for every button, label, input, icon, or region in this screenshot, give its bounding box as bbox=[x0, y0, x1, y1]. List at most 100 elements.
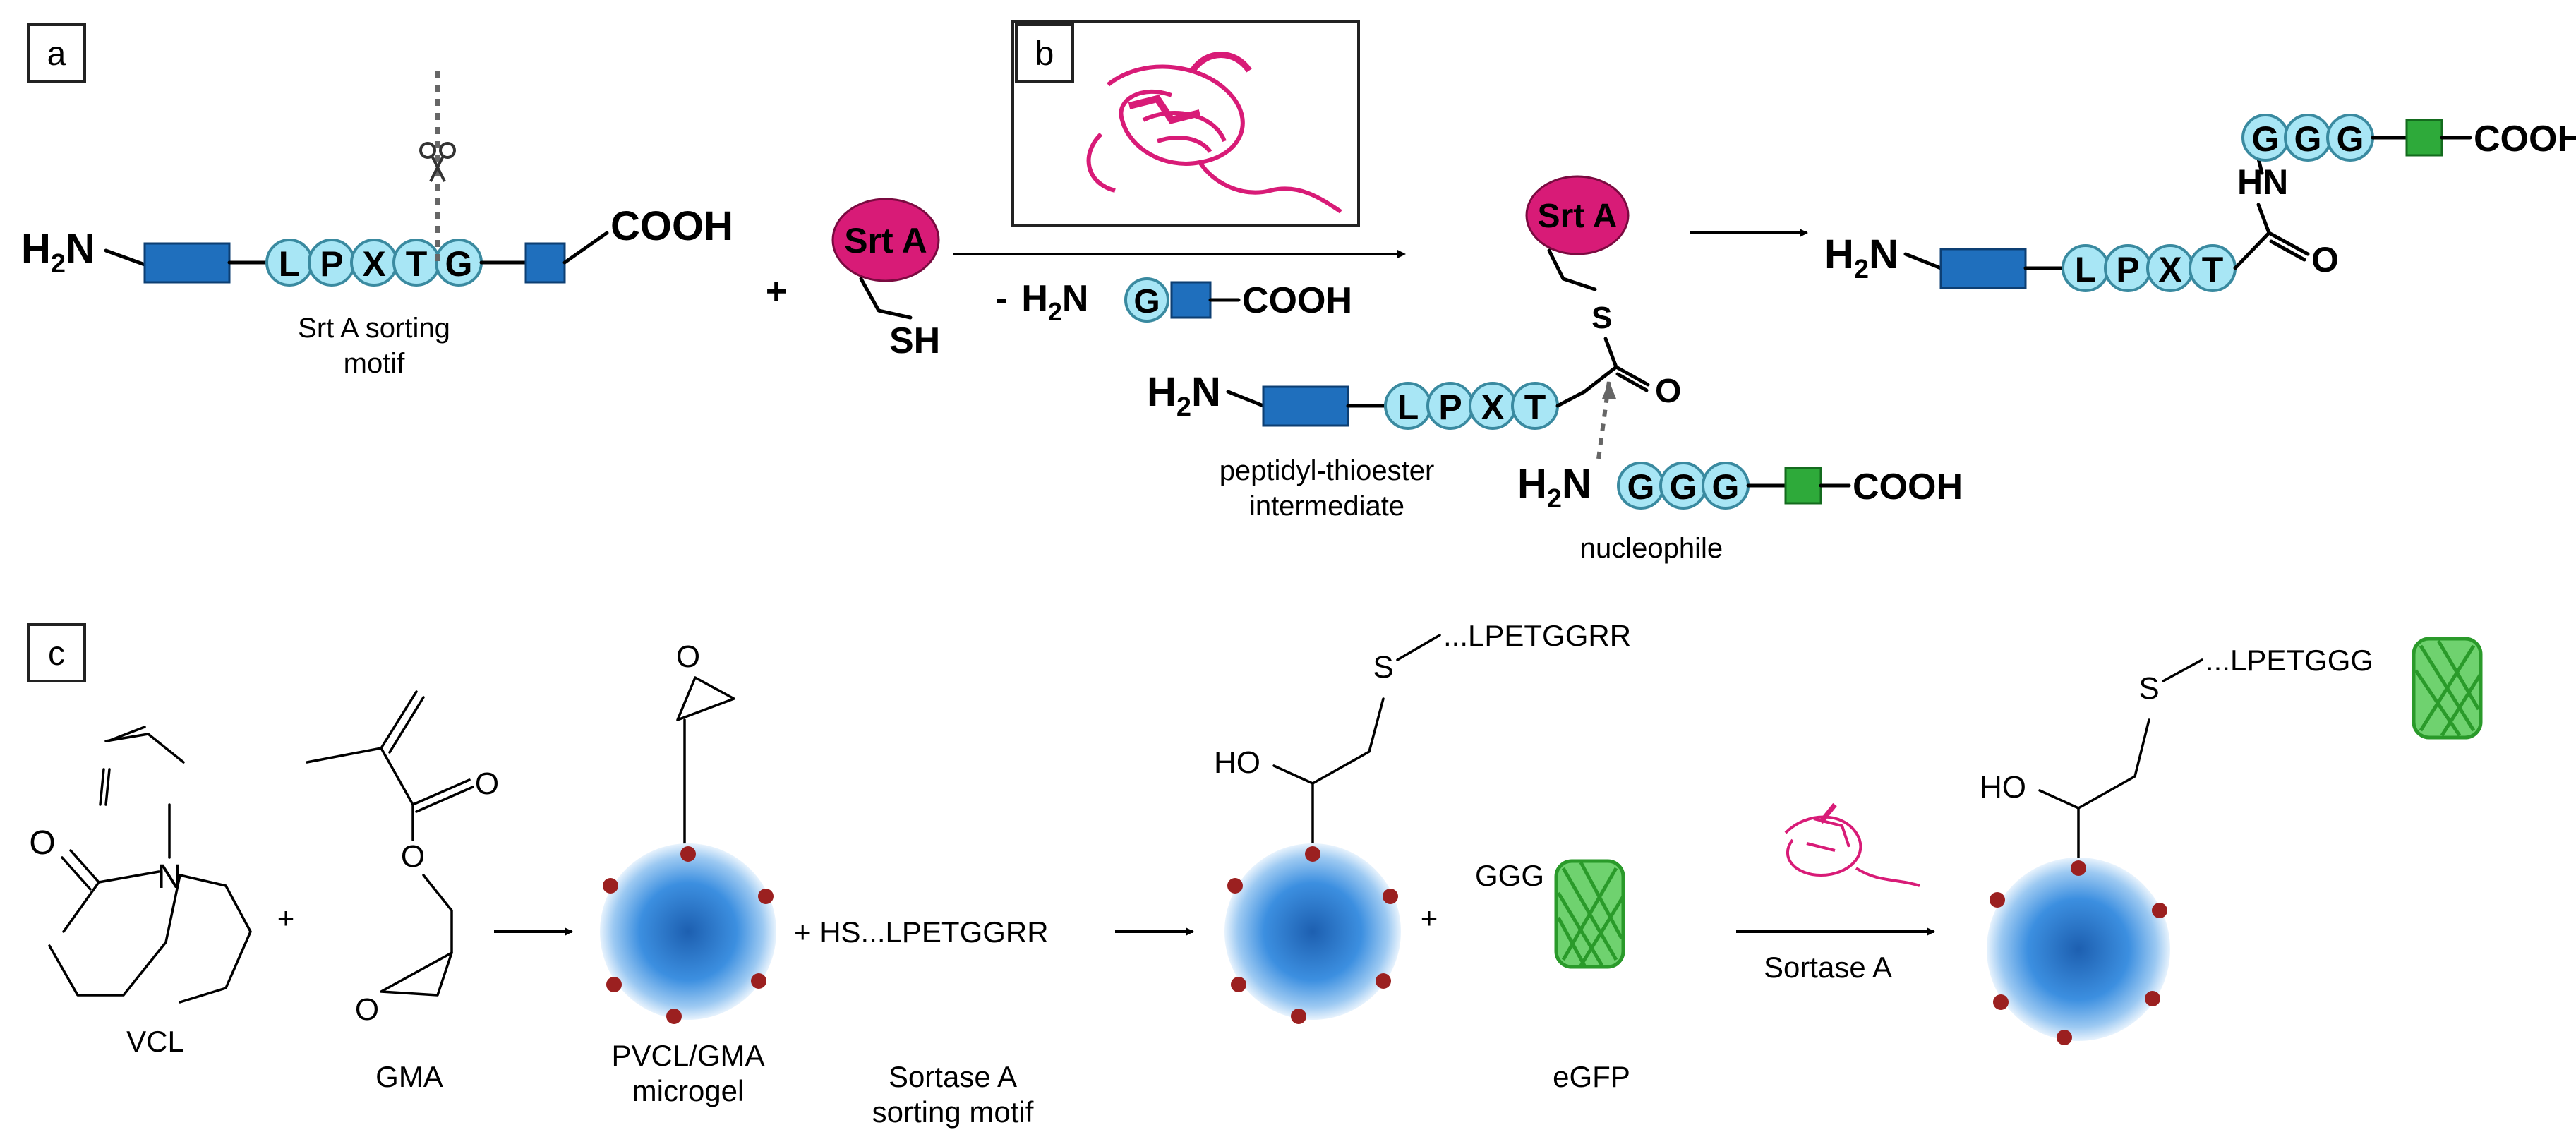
particle-dot bbox=[1993, 994, 2009, 1010]
plus-sign: + bbox=[766, 271, 787, 312]
residue-bead bbox=[1124, 277, 1169, 323]
methylene-double-bond bbox=[380, 690, 425, 754]
bond bbox=[562, 231, 609, 265]
srt-a-label: Srt A bbox=[844, 221, 927, 260]
panel-label-b: b bbox=[1035, 35, 1054, 73]
residue-label: L bbox=[2075, 250, 2097, 289]
residue-label: T bbox=[406, 244, 428, 284]
ring-bond bbox=[179, 874, 252, 1004]
bond bbox=[306, 747, 414, 806]
egfp-barrel-icon bbox=[2412, 637, 2483, 740]
panel-label-box-a bbox=[27, 23, 86, 83]
particle-dot bbox=[666, 1009, 682, 1024]
plus-sign: + bbox=[277, 901, 295, 934]
carbonyl-bond bbox=[411, 778, 474, 813]
oxygen-label: O bbox=[475, 766, 499, 801]
bond bbox=[1555, 390, 1587, 408]
oxygen-label: O bbox=[401, 839, 425, 874]
vinyl-bond bbox=[104, 733, 185, 764]
particle-dot bbox=[2152, 903, 2167, 918]
epoxide-ring bbox=[676, 676, 735, 721]
sulfur-label: S bbox=[1373, 650, 1393, 685]
substrate-peptide: H2N L P X T G COOH bbox=[21, 71, 733, 379]
residue-label: P bbox=[2116, 250, 2139, 289]
plus-sign: + bbox=[1421, 901, 1438, 934]
carbonyl-bond bbox=[2267, 231, 2310, 262]
intermediate-caption-line1: peptidyl-thioester bbox=[1220, 455, 1435, 486]
egfp-label: eGFP bbox=[1553, 1060, 1630, 1093]
ring-bond bbox=[62, 870, 160, 933]
sortase-arrow-label: Sortase A bbox=[1764, 951, 1892, 984]
oxygen-label: O bbox=[676, 639, 700, 674]
bond bbox=[1582, 365, 1618, 394]
microgel-label-line1: PVCL/GMA bbox=[611, 1039, 764, 1072]
panel-label-box-b bbox=[1015, 23, 1074, 83]
sorting-motif-label-line2: sorting motif bbox=[872, 1095, 1034, 1129]
microgel-peptide: HO S ...LPETGGRR bbox=[1214, 619, 1631, 1024]
green-domain-block bbox=[1784, 467, 1822, 505]
microgel-epoxide: O PVCL/GMA microgel bbox=[600, 639, 776, 1107]
particle-dot bbox=[758, 889, 774, 904]
sortase-enzyme: Srt A SH bbox=[831, 198, 940, 361]
epoxide-ring bbox=[380, 951, 453, 997]
carbonyl-bond bbox=[1614, 365, 1650, 392]
ring-bond bbox=[48, 874, 181, 997]
nucleophile-cooh: COOH bbox=[1853, 467, 1963, 507]
residue-label: G bbox=[1670, 467, 1697, 507]
vcl-label: VCL bbox=[126, 1025, 184, 1058]
microgel-particle bbox=[1987, 858, 2170, 1041]
sortase-structure-icon bbox=[1784, 802, 1920, 887]
panel-b: b bbox=[1011, 20, 1360, 227]
bond bbox=[1226, 390, 1265, 408]
cysteine-side-chain bbox=[859, 277, 913, 320]
srt-a-ellipse bbox=[1525, 175, 1630, 255]
vinyl-bond bbox=[107, 726, 146, 742]
panel-label-a: a bbox=[47, 35, 66, 73]
sorting-motif-caption-line1: Srt A sorting bbox=[298, 313, 450, 344]
residue-label: P bbox=[1438, 387, 1462, 427]
sorting-motif-residues: L P X T G bbox=[265, 239, 483, 287]
residue-label: X bbox=[362, 244, 385, 284]
particle-dot bbox=[603, 878, 618, 894]
ligation-product: H2N L P X T O HN G G G bbox=[1824, 114, 2576, 292]
microgel-label-line2: microgel bbox=[632, 1074, 745, 1107]
particle-dot bbox=[680, 846, 696, 862]
sorting-motif-label-line1: Sortase A bbox=[889, 1060, 1017, 1093]
microgel-particle bbox=[1224, 843, 1401, 1020]
vinyl-double-bond bbox=[99, 768, 111, 806]
residue-label: G bbox=[445, 244, 473, 284]
residue-label: G bbox=[1627, 467, 1655, 507]
peptide-reagent: + HS...LPETGGRR bbox=[794, 915, 1049, 949]
particle-dot bbox=[751, 973, 766, 989]
bond bbox=[1603, 337, 1618, 369]
particle-dot bbox=[606, 977, 622, 992]
substrate-cooh: COOH bbox=[610, 203, 733, 249]
residue-label: G bbox=[2337, 119, 2364, 159]
particle-dot bbox=[1376, 973, 1391, 989]
residue-label: G bbox=[2294, 119, 2322, 159]
panel-c: c N O VCL + O O O GMA bbox=[27, 619, 2483, 1129]
residue-label: L bbox=[279, 244, 301, 284]
thioester-intermediate: Srt A S O H2N L P X T peptidyl-thioester… bbox=[1147, 175, 1681, 522]
sorting-motif-caption-line2: motif bbox=[344, 348, 406, 379]
oxygen-label: O bbox=[2311, 240, 2339, 279]
bond bbox=[2162, 658, 2203, 682]
panel-label-c: c bbox=[48, 635, 65, 673]
product-h2n: H2N bbox=[1824, 231, 1898, 284]
srt-a-ellipse bbox=[831, 198, 940, 282]
residue-label: G bbox=[1133, 283, 1160, 320]
residue-label: G bbox=[1712, 467, 1740, 507]
nucleophile-caption: nucleophile bbox=[1580, 533, 1723, 564]
residue-label: G bbox=[2252, 119, 2280, 159]
substrate-h2n: H2N bbox=[21, 226, 95, 279]
thiol-label: SH bbox=[889, 320, 940, 361]
ggg-tag: GGG bbox=[1475, 859, 1544, 892]
nucleophile-h2n: H2N bbox=[1517, 461, 1591, 514]
attached-peptide: ...LPETGGRR bbox=[1443, 619, 1631, 652]
sortase-structure-image bbox=[1086, 52, 1342, 214]
blue-domain-block bbox=[1939, 248, 2027, 289]
particle-dot bbox=[1227, 878, 1243, 894]
attack-arrowhead bbox=[1602, 381, 1616, 399]
blue-domain-block-small bbox=[524, 242, 566, 284]
